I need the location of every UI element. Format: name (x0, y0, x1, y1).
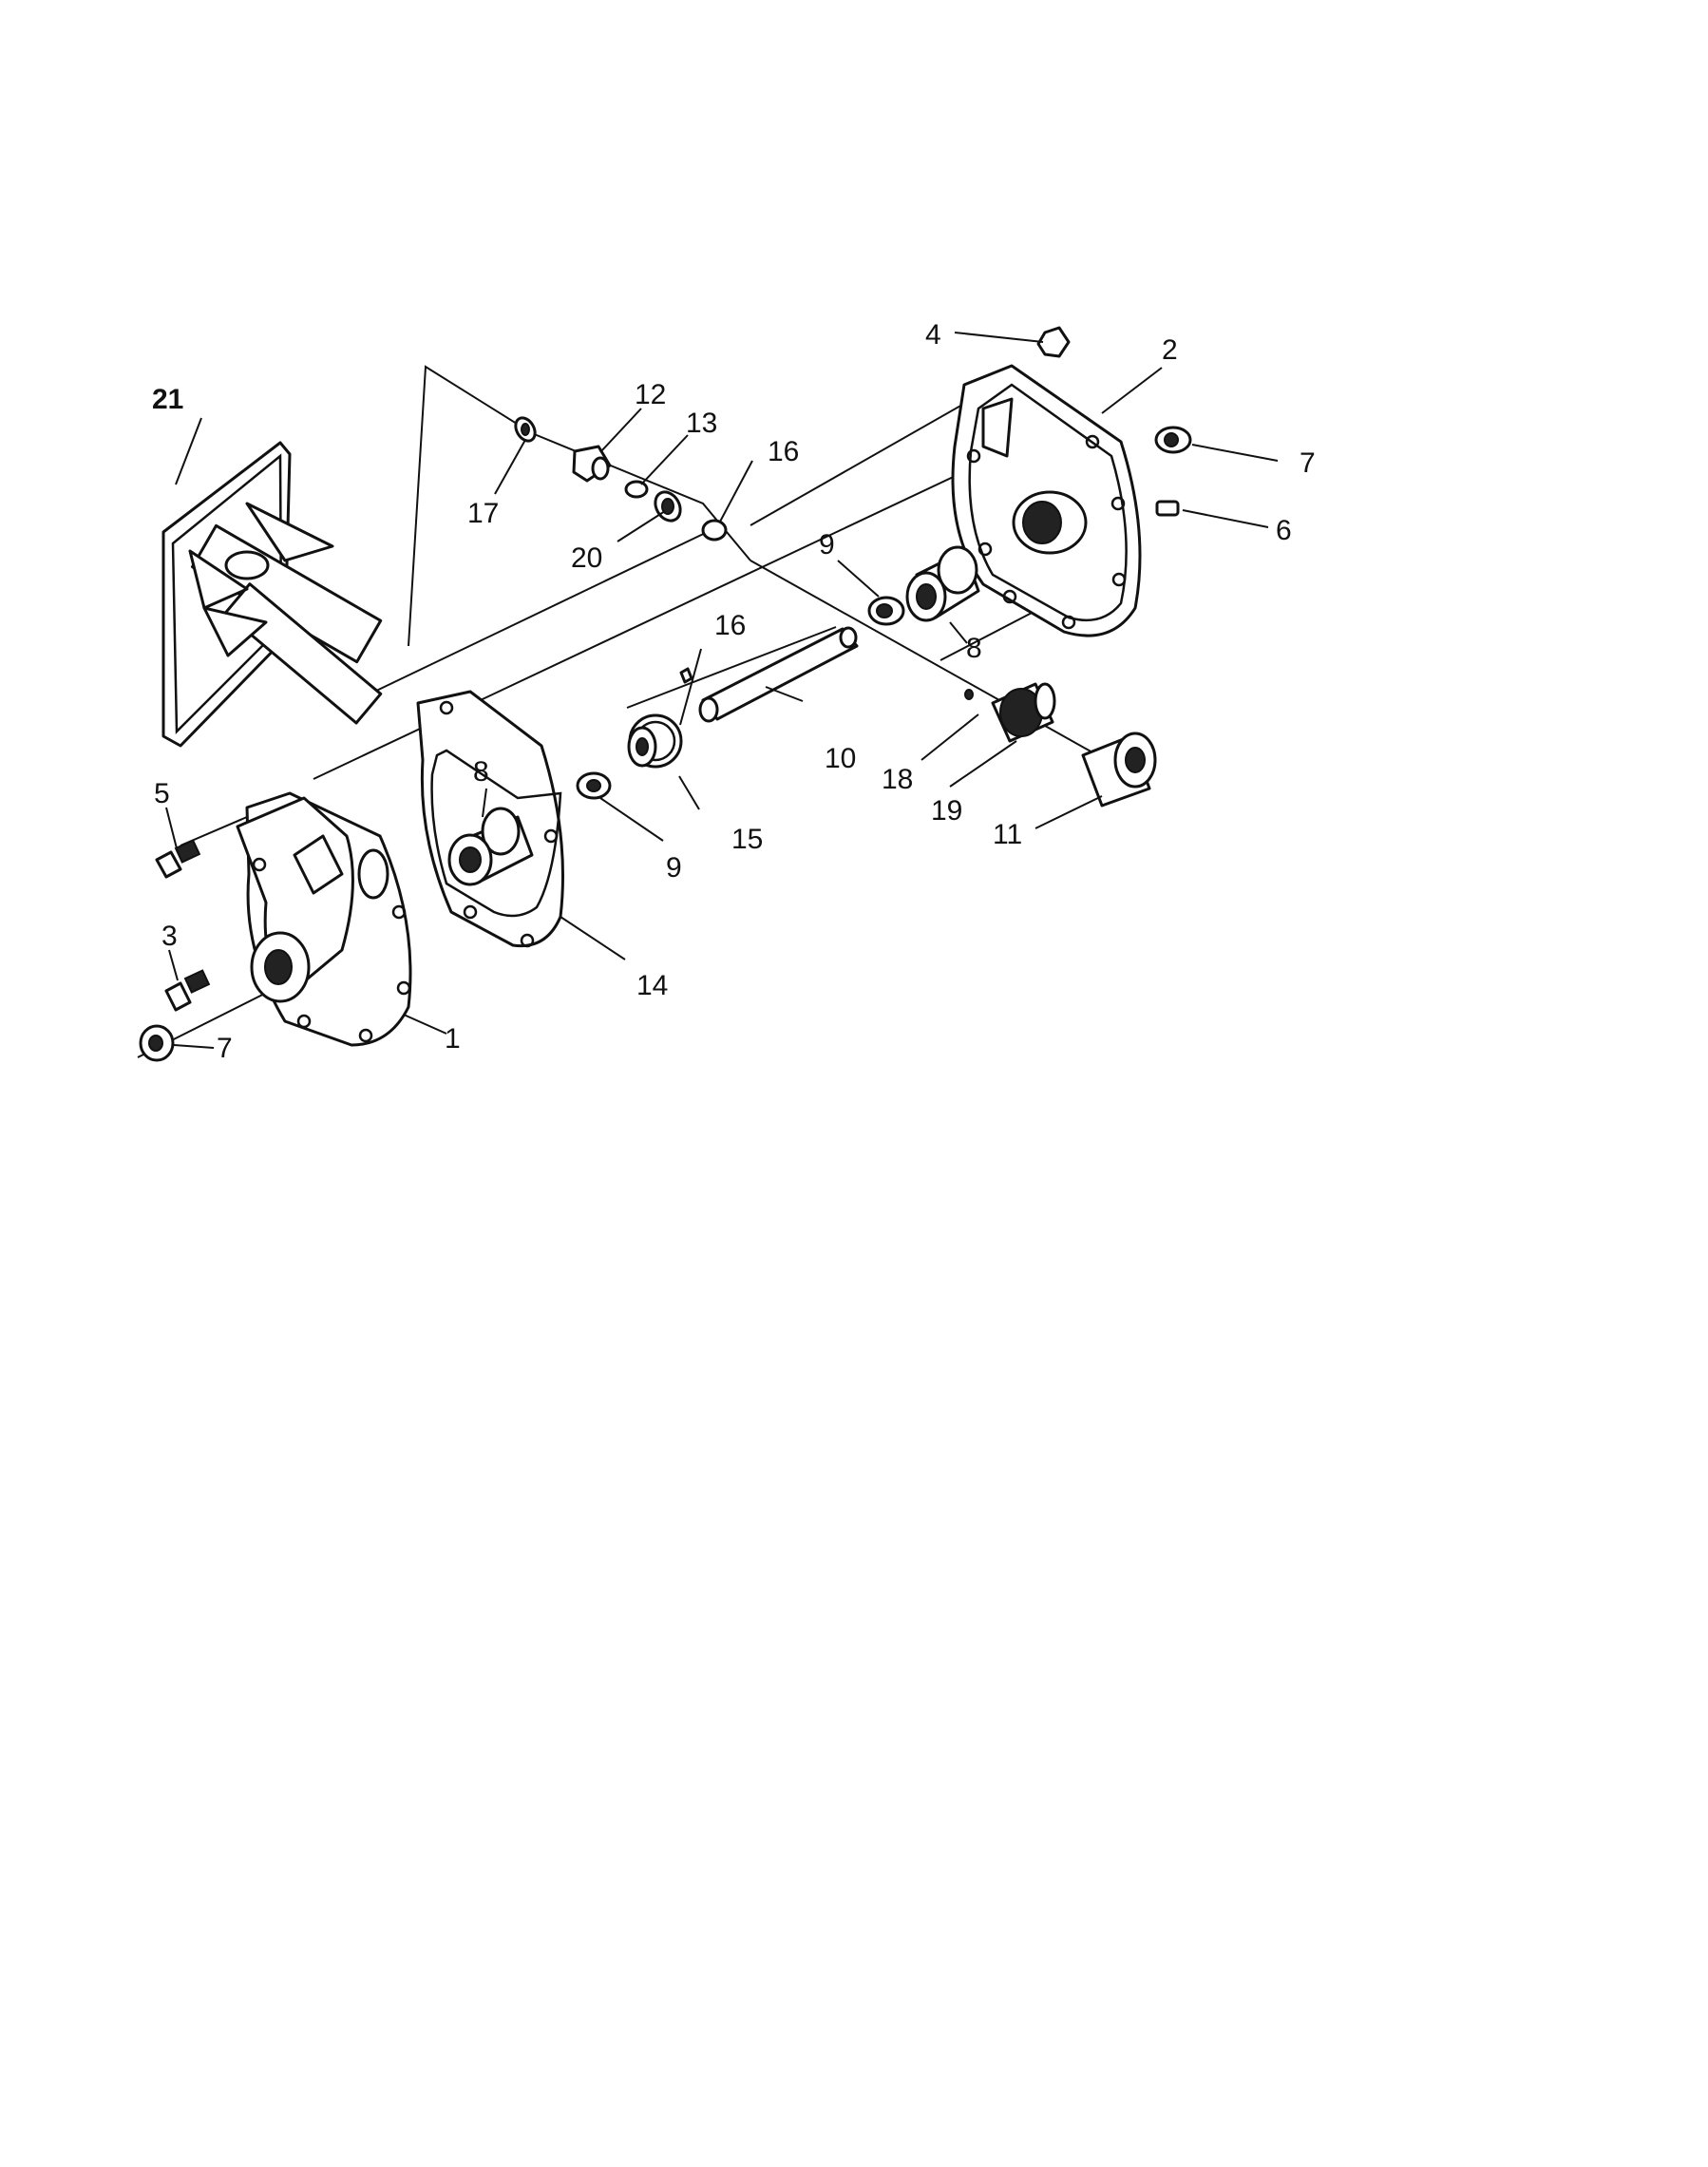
callout-21: 21 (152, 384, 183, 415)
callout-5: 5 (154, 778, 170, 809)
callout-18: 18 (882, 764, 913, 795)
callout-19: 19 (931, 795, 962, 827)
gear-case-half-right (951, 326, 1192, 637)
callout-9: 9 (666, 852, 682, 884)
callout-16: 16 (768, 436, 799, 467)
callout-7: 7 (1300, 447, 1316, 479)
callout-14: 17 (467, 498, 499, 529)
callout-leaders (165, 332, 1279, 1049)
washer-lower (576, 771, 612, 800)
callout-8: 8 (473, 756, 489, 788)
callout-1: 1 (445, 1023, 461, 1055)
callout-9: 9 (819, 529, 835, 561)
callout-20: 11 (993, 819, 1022, 850)
callout-11: 14 (636, 970, 668, 1001)
callout-3: 3 (161, 921, 178, 952)
gear-case-half-left (236, 791, 412, 1047)
impeller-assembly (161, 441, 383, 748)
bolts-and-washer (139, 839, 211, 1062)
callout-10: 10 (825, 743, 856, 774)
gasket (416, 690, 564, 948)
callout-2: 2 (1162, 334, 1178, 366)
gear (627, 667, 693, 769)
callout-8: 8 (966, 633, 982, 664)
callout-7: 7 (217, 1033, 233, 1064)
worm-gear (964, 682, 1157, 808)
callout-17: 20 (571, 542, 602, 574)
shaft (698, 626, 859, 723)
callout-13: 16 (714, 610, 746, 641)
callout-6: 6 (1276, 515, 1292, 546)
callout-12: 15 (731, 824, 763, 855)
bushing-upper (867, 545, 980, 626)
callout-16: 13 (686, 408, 717, 439)
callout-4: 4 (925, 319, 941, 351)
callout-numbers: 21 17 12 13 16 20 4 2 7 6 9 8 16 10 18 1… (152, 319, 1316, 1064)
callout-15: 12 (635, 379, 666, 410)
